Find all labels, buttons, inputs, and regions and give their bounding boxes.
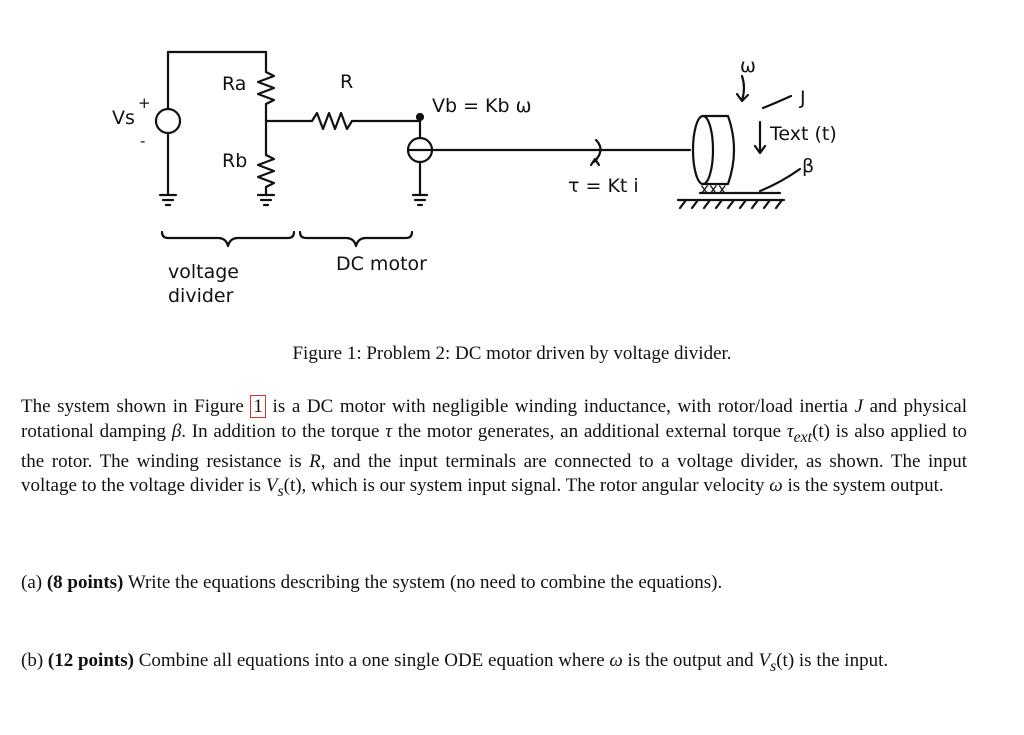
- r-label: R: [340, 71, 353, 93]
- text-label: Text (t): [769, 123, 837, 145]
- omega-label: ω: [740, 55, 756, 77]
- voltage-divider-label-1: voltage: [168, 261, 239, 283]
- voltage-divider-label-2: divider: [168, 285, 234, 307]
- question-part-a: (a) (8 points) Write the equations descr…: [21, 572, 723, 593]
- xxx-label: xxx: [700, 180, 727, 198]
- ra-label: Ra: [222, 73, 246, 95]
- question-part-b: (b) (12 points) Combine all equations in…: [21, 650, 889, 675]
- beta-label: β: [802, 155, 814, 177]
- rotor-disk: [691, 114, 715, 186]
- circuit-figure: Vs + - Ra Rb R Vb = Kb ω ω J Text (t) β …: [112, 50, 837, 307]
- plus-label: +: [138, 94, 151, 112]
- minus-label: -: [140, 132, 145, 150]
- resistor-rb: [256, 153, 276, 189]
- dc-motor-brace: [298, 230, 414, 248]
- tau-label: τ = Kt i: [568, 175, 639, 197]
- j-label: J: [799, 87, 806, 109]
- resistor-ra: [256, 70, 276, 106]
- figure-caption: Figure 1: Problem 2: DC motor driven by …: [292, 343, 732, 364]
- vs-label: Vs: [112, 107, 135, 129]
- voltage-source: [154, 107, 182, 135]
- resistor-r: [310, 111, 354, 131]
- figure-reference-link[interactable]: 1: [250, 395, 266, 418]
- dc-motor-label: DC motor: [336, 253, 427, 275]
- rb-label: Rb: [222, 150, 247, 172]
- voltage-divider-brace: [160, 230, 296, 248]
- problem-description: The system shown in Figure 1 is a DC mot…: [21, 395, 968, 501]
- vb-label: Vb = Kb ω: [432, 95, 532, 117]
